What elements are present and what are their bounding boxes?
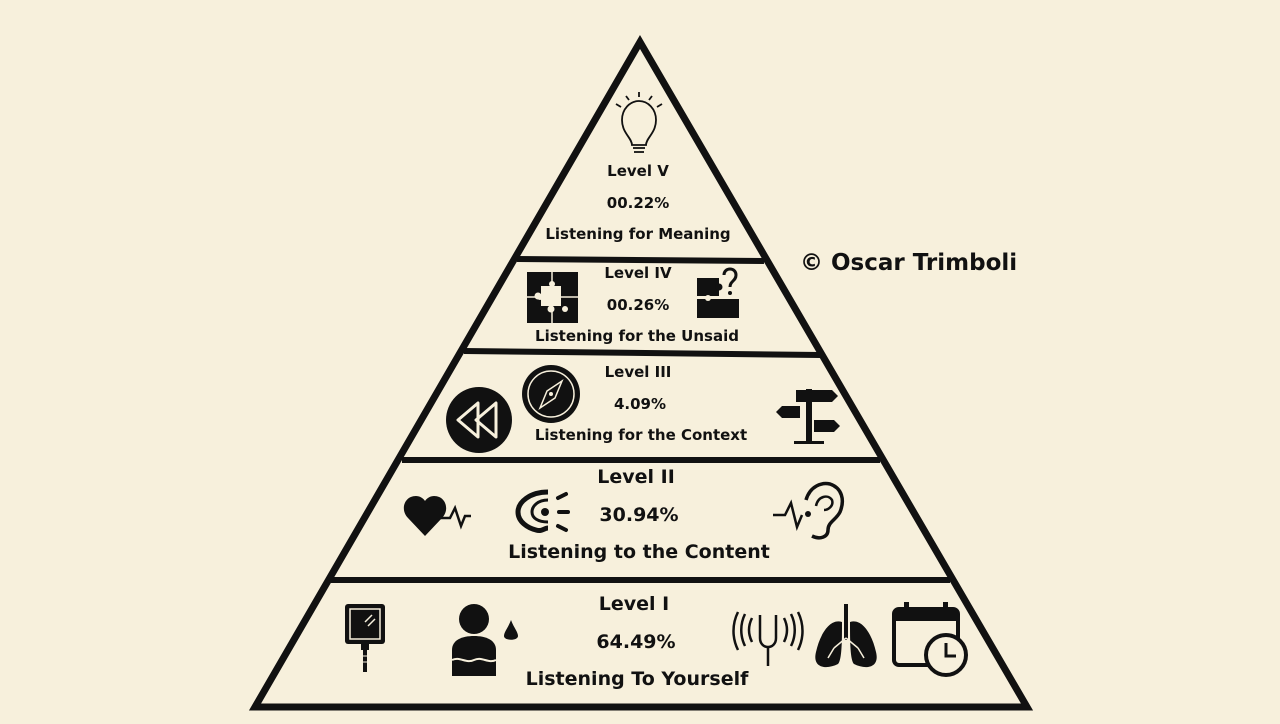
level-5-title: Listening for Meaning	[545, 225, 731, 243]
divider-5-4	[516, 256, 765, 264]
divider-4-3	[463, 348, 821, 358]
level-2-percent: 30.94%	[599, 504, 679, 526]
compass-icon	[522, 365, 580, 423]
level-2-title: Listening to the Content	[508, 541, 770, 563]
level-1-label: Level I	[598, 593, 670, 615]
level-3-label: Level III	[604, 363, 672, 381]
level-2-label: Level II	[597, 466, 675, 488]
level-3-percent: 4.09%	[613, 395, 667, 413]
calendar-clock-icon	[892, 602, 968, 677]
lightbulb-icon	[615, 92, 663, 153]
puzzle-icon	[527, 272, 578, 323]
lungs-icon	[815, 604, 877, 668]
tuning-fork-icon	[732, 611, 804, 666]
level-1-title: Listening To Yourself	[525, 668, 749, 690]
level-4-percent: 00.26%	[606, 296, 670, 314]
level-5-label: Level V	[607, 162, 669, 180]
person-sweat-icon	[451, 604, 518, 676]
speaking-ear-icon	[515, 489, 570, 534]
pyramid-outline	[248, 35, 1034, 711]
puzzle-question-icon	[697, 267, 739, 318]
signpost-icon	[776, 389, 840, 444]
heartbeat-icon	[403, 496, 471, 536]
rewind-icon	[446, 387, 512, 453]
level-4-label: Level IV	[604, 264, 672, 282]
ear-pulse-icon	[773, 481, 844, 540]
level-4-title: Listening for the Unsaid	[535, 327, 739, 345]
level-5-percent: 00.22%	[606, 194, 670, 212]
mirror-icon	[345, 604, 385, 672]
level-3-title: Listening for the Context	[534, 426, 748, 444]
copyright-notice: © Oscar Trimboli	[800, 250, 1018, 276]
level-1-percent: 64.49%	[596, 631, 676, 653]
